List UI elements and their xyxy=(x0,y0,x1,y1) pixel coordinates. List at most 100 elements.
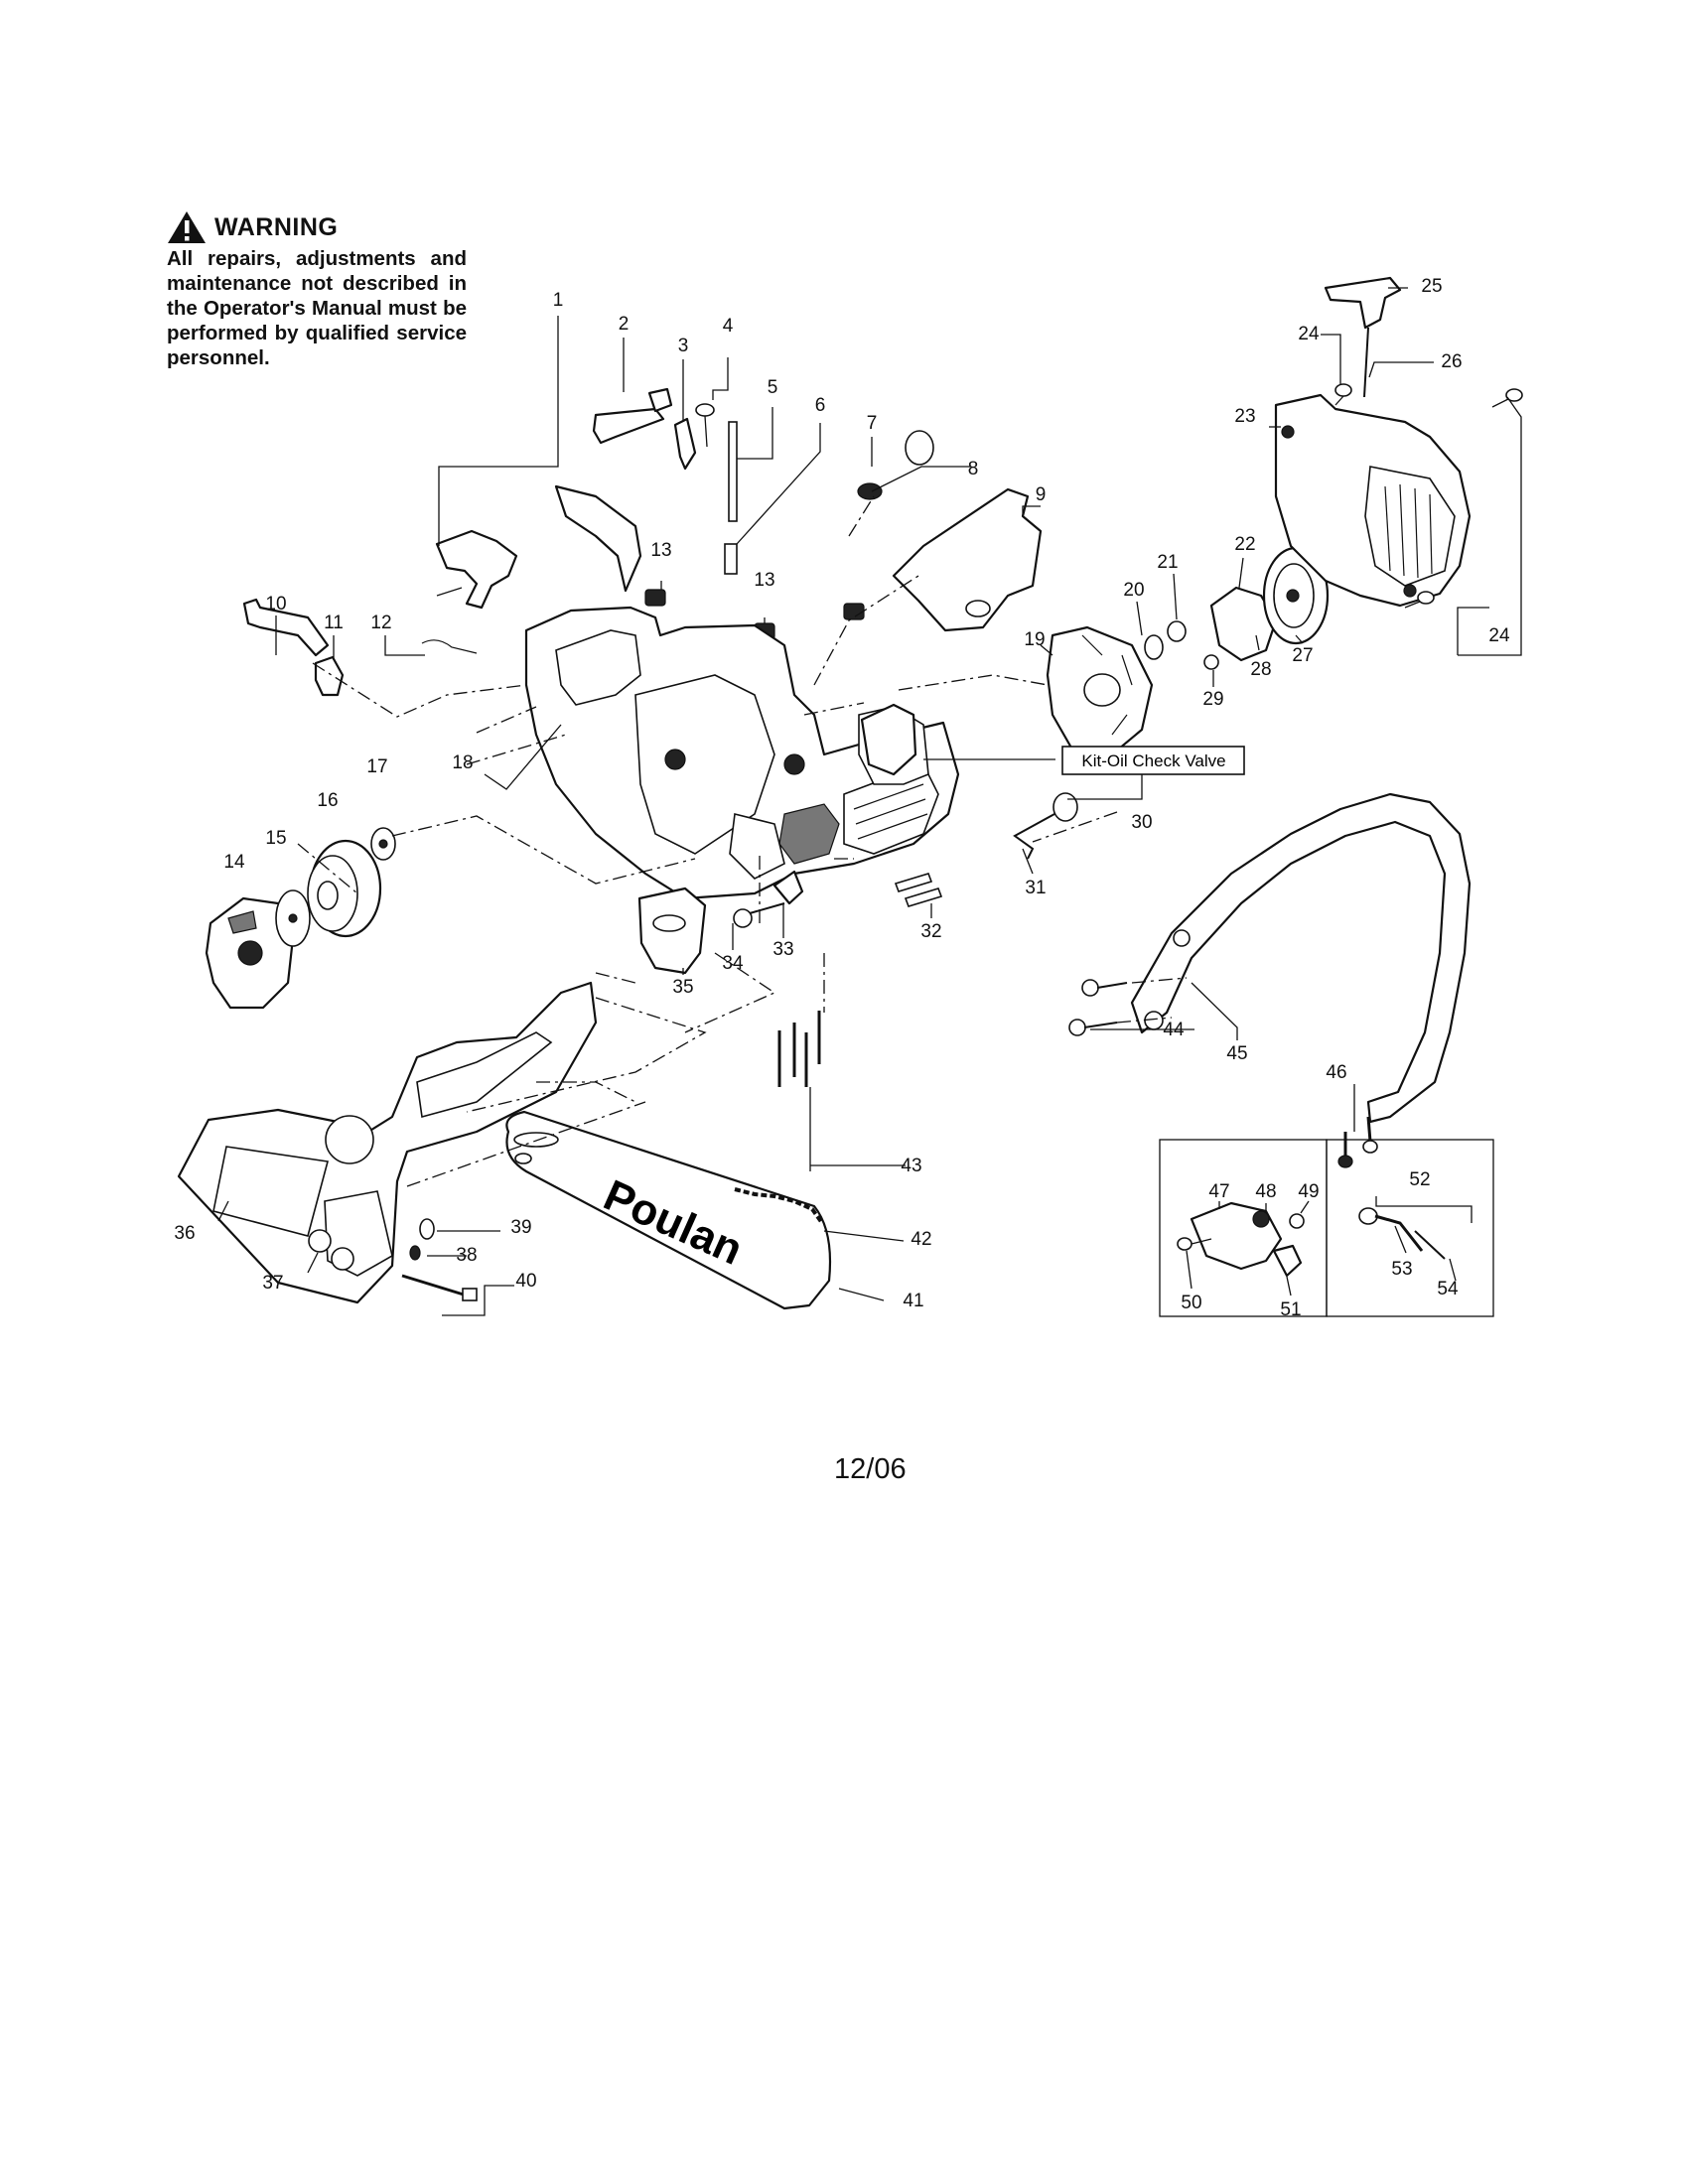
part-label: 34 xyxy=(722,953,744,974)
part-label: 8 xyxy=(968,459,979,479)
part-label: 30 xyxy=(1131,812,1152,833)
leader-lines xyxy=(217,287,1522,1316)
nut-21-shape xyxy=(1167,620,1187,642)
starter-rope-shape xyxy=(1363,327,1369,398)
throttle-lock-tab-shape xyxy=(647,387,673,413)
assembly-lines xyxy=(297,495,1188,1187)
part-label: 21 xyxy=(1157,552,1178,573)
part-label: 16 xyxy=(317,790,338,811)
oil-check-valve-shape xyxy=(860,703,917,776)
heat-shield-shape xyxy=(892,487,1043,632)
pawl-plate-shape xyxy=(1209,586,1278,662)
part-label: 33 xyxy=(772,939,793,960)
grommet-13a-shape xyxy=(644,589,666,607)
part-number-labels: 1 2 3 4 5 6 7 8 9 10 11 12 13 13 14 15 1… xyxy=(174,276,1510,1320)
part-label: 5 xyxy=(768,377,778,398)
part-label: 20 xyxy=(1123,580,1144,601)
oil-line-shape xyxy=(1013,792,1078,860)
part-label: 27 xyxy=(1292,645,1313,666)
saw-chain-shape xyxy=(734,1187,824,1225)
warning-triangle-icon xyxy=(168,211,206,243)
part-label: 47 xyxy=(1208,1181,1229,1202)
part-label: 52 xyxy=(1409,1169,1430,1190)
part-label: 17 xyxy=(366,756,387,777)
switch-11-shape xyxy=(314,655,345,697)
part-label: 43 xyxy=(901,1156,921,1176)
part-label: 24 xyxy=(1488,625,1510,646)
guide-bar-shape: Poulan xyxy=(505,1110,832,1310)
throttle-trigger-shape xyxy=(435,529,518,610)
fuel-cap-shape xyxy=(857,430,934,500)
part-label: 13 xyxy=(650,540,671,561)
nut-39-shape xyxy=(419,1218,435,1240)
part-label: 38 xyxy=(456,1245,477,1266)
screw-4-shape xyxy=(695,403,715,448)
part-label: 6 xyxy=(815,395,826,416)
revision-date: 12/06 xyxy=(834,1453,907,1485)
handle-screw-44b-shape xyxy=(1068,1019,1118,1036)
pump-seal-49-shape xyxy=(1289,1213,1305,1229)
part-label: 36 xyxy=(174,1223,195,1244)
warning-title: WARNING xyxy=(214,212,339,241)
part-label: 51 xyxy=(1280,1299,1301,1320)
part-label: 32 xyxy=(920,921,941,942)
screw-24a-shape xyxy=(1334,383,1352,406)
part-label: 54 xyxy=(1437,1279,1459,1299)
part-shapes: Poulan xyxy=(177,276,1523,1317)
trigger-cover-shape xyxy=(554,484,642,593)
housing-bolts-shape xyxy=(777,1011,821,1087)
adjust-screw-40-shape xyxy=(401,1274,478,1301)
warning-header: WARNING xyxy=(167,210,467,244)
part-label: 42 xyxy=(911,1229,931,1250)
part-label: 25 xyxy=(1421,276,1442,297)
part-label: 12 xyxy=(370,613,391,633)
callout-text: Kit-Oil Check Valve xyxy=(1081,751,1225,770)
part-label: 7 xyxy=(867,413,878,434)
part-label: 23 xyxy=(1234,406,1255,427)
part-label: 3 xyxy=(678,336,689,356)
part-label: 39 xyxy=(510,1217,531,1238)
oil-pump-shape xyxy=(1190,1201,1283,1271)
washer-17-hole xyxy=(378,839,388,849)
part-label: 49 xyxy=(1298,1181,1319,1202)
part-label: 13 xyxy=(754,570,774,591)
part-label: 24 xyxy=(1298,324,1320,344)
throttle-lock-shape xyxy=(592,407,665,445)
screw-24b-shape xyxy=(1404,591,1435,609)
washer-38-shape xyxy=(409,1245,421,1261)
part-label: 9 xyxy=(1036,484,1047,505)
starter-housing-shape xyxy=(1274,393,1472,608)
kit-oil-check-valve-callout: Kit-Oil Check Valve xyxy=(1061,746,1245,775)
flywheel-shape xyxy=(1046,625,1154,756)
screw-29-shape xyxy=(1203,654,1219,670)
pump-screw-50-shape xyxy=(1177,1237,1212,1251)
part-label: 41 xyxy=(903,1291,923,1311)
inset-boxes xyxy=(1159,1139,1494,1317)
part-label: 19 xyxy=(1024,629,1045,650)
part-label: 44 xyxy=(1163,1020,1185,1040)
pump-worm-51-shape xyxy=(1272,1244,1303,1278)
bar-studs-shape xyxy=(894,873,943,907)
pin-6-shape xyxy=(724,543,738,575)
shield-hole xyxy=(965,600,991,617)
plate-slot xyxy=(652,914,686,932)
part-label: 35 xyxy=(672,977,693,998)
washer-20-shape xyxy=(1144,634,1164,660)
part-label: 45 xyxy=(1226,1043,1247,1064)
part-label: 22 xyxy=(1234,534,1255,555)
part-label: 46 xyxy=(1326,1062,1346,1083)
part-label: 15 xyxy=(265,828,286,849)
warning-text: All repairs, adjustments and maintenance… xyxy=(167,247,467,369)
screw-24c-shape xyxy=(1491,388,1523,408)
part-label: 10 xyxy=(265,594,286,614)
front-handle-shape xyxy=(1130,792,1472,1124)
part-label: 40 xyxy=(515,1271,536,1292)
part-label: 1 xyxy=(553,290,564,311)
trigger-pin-shape xyxy=(436,587,463,597)
part-label: 26 xyxy=(1441,351,1462,372)
starter-handle-shape xyxy=(1324,276,1402,330)
chain-adjuster-shape xyxy=(772,870,804,905)
part-label: 48 xyxy=(1255,1181,1276,1202)
part-label: 4 xyxy=(723,316,734,337)
